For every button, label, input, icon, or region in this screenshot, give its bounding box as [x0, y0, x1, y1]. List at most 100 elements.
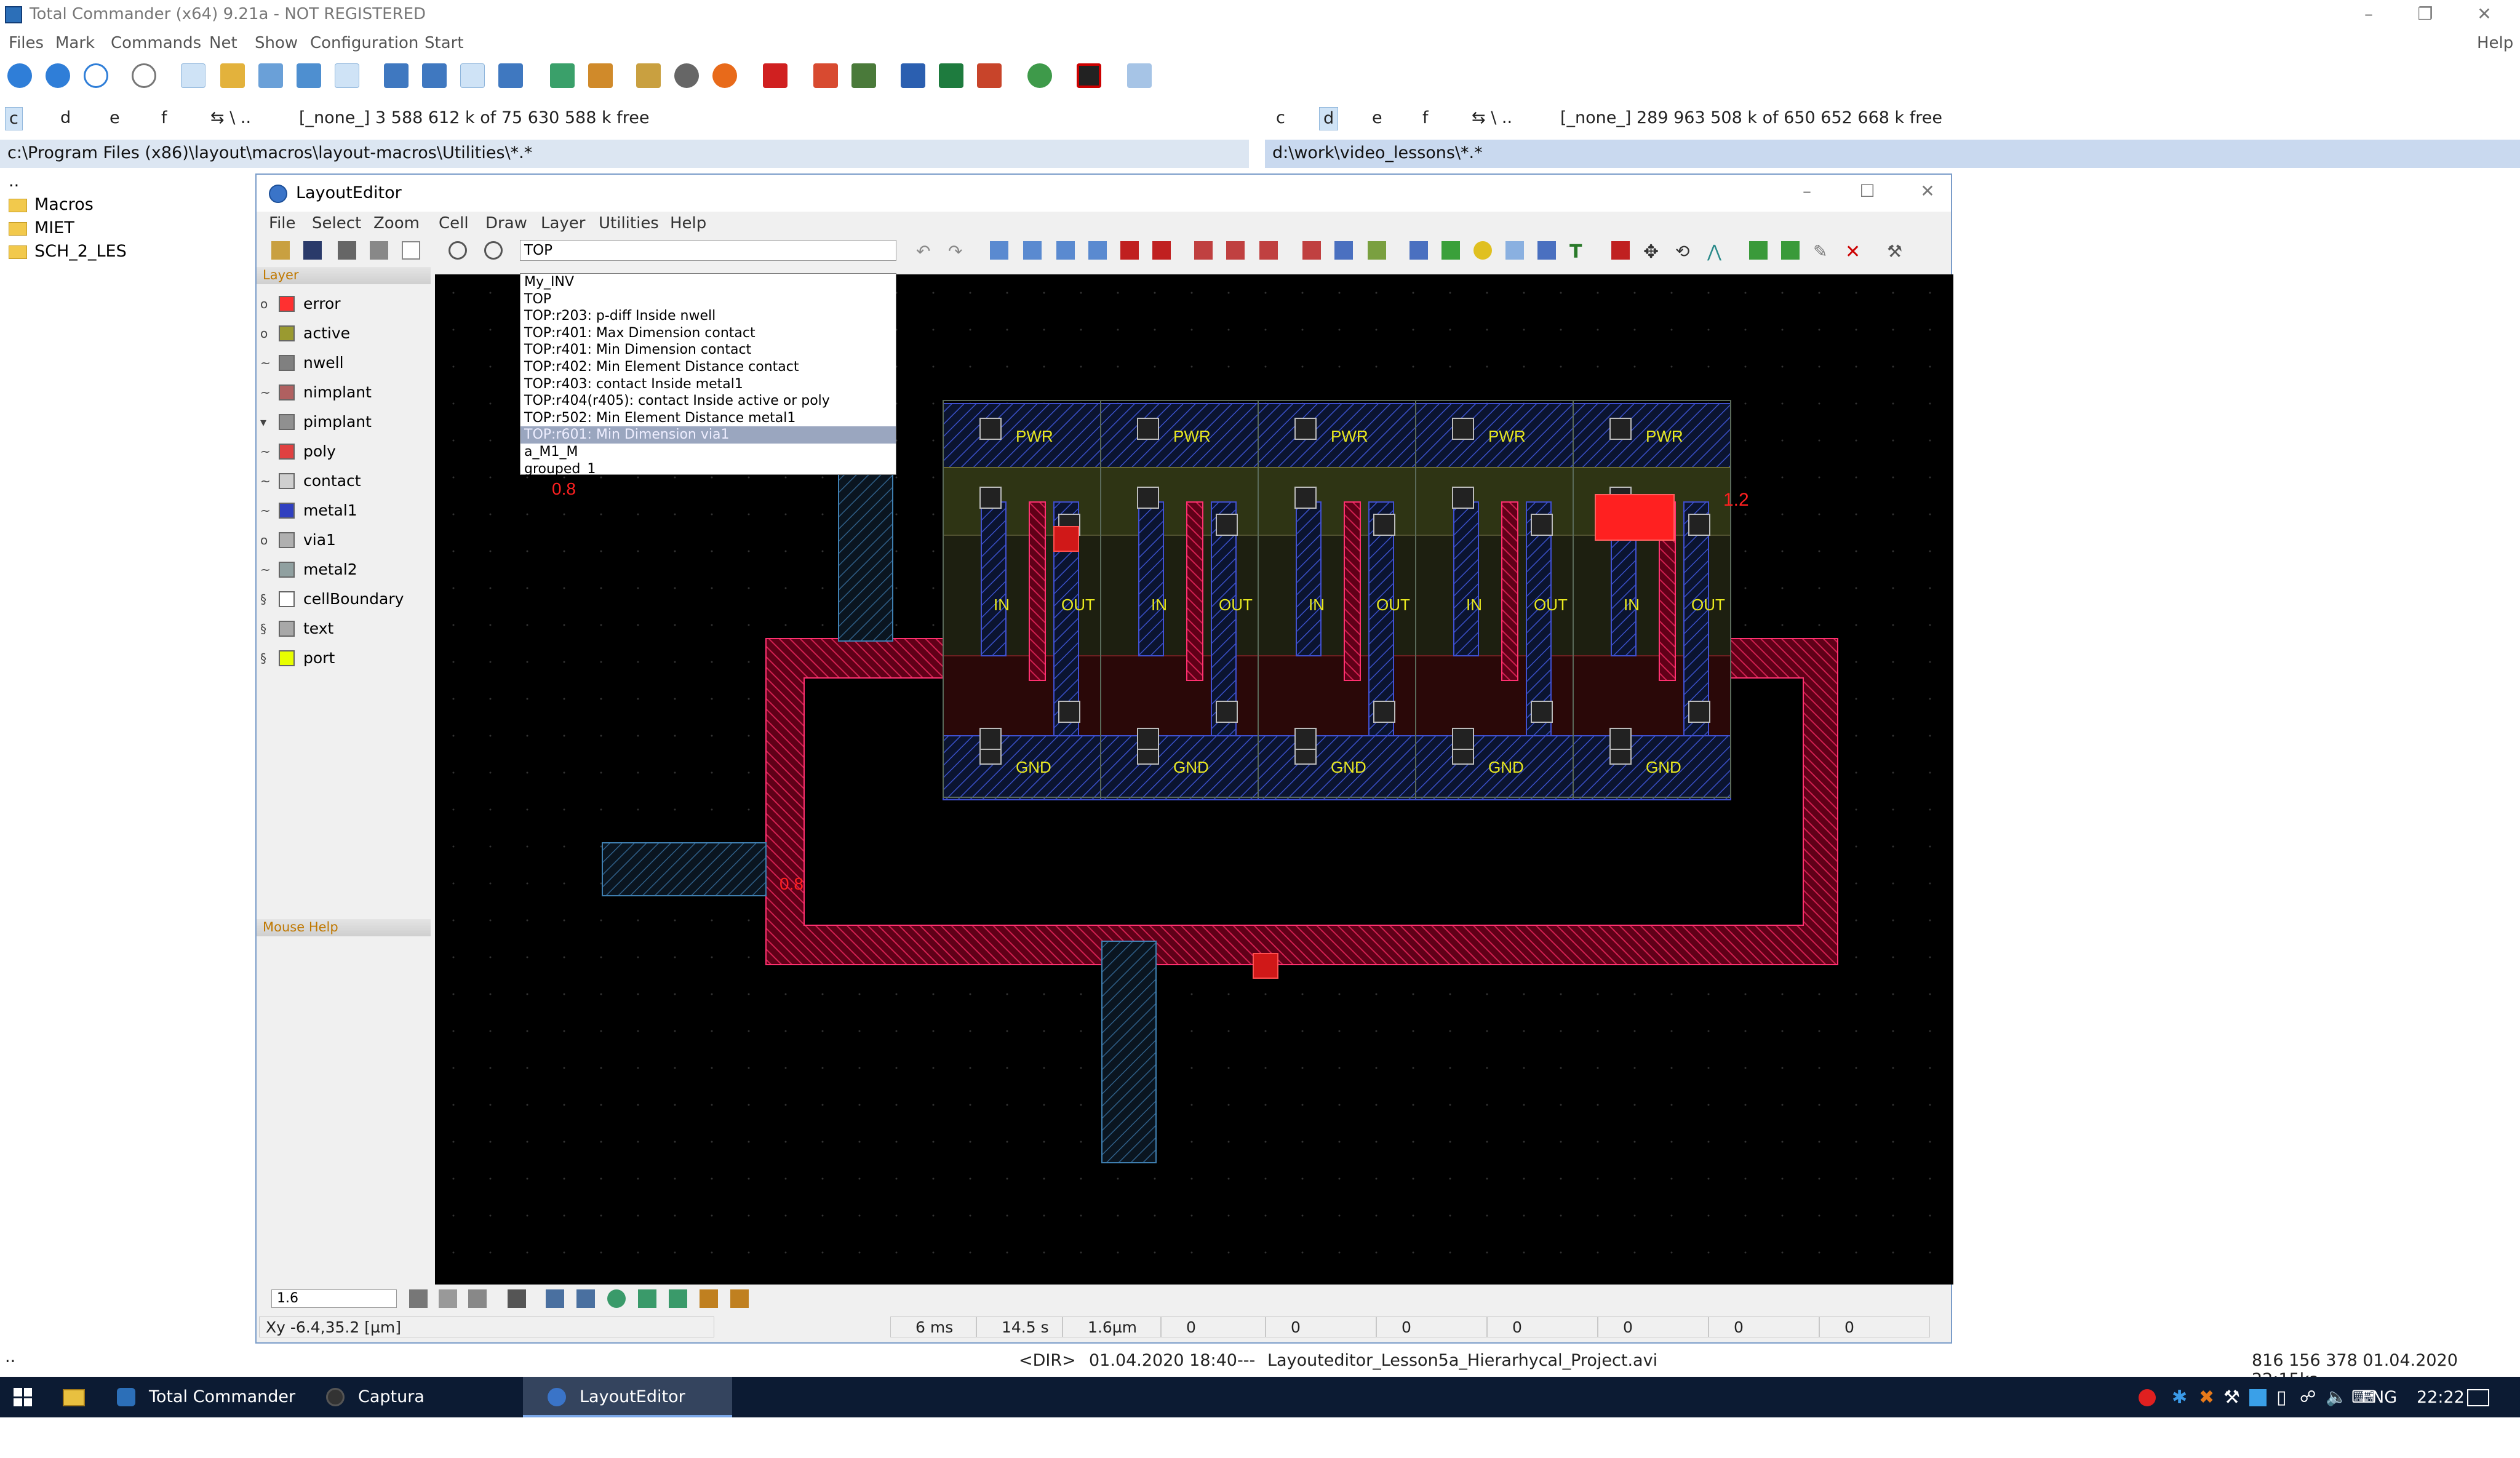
task-layouteditor[interactable]: LayoutEditor: [523, 1377, 732, 1417]
metal2-strip-top[interactable]: [838, 469, 893, 642]
language-indicator[interactable]: ENG: [2361, 1388, 2398, 1407]
contact[interactable]: [1373, 514, 1395, 536]
left-drive-d[interactable]: d: [60, 108, 71, 127]
tray-tool-icon[interactable]: ⚒: [2223, 1387, 2240, 1408]
tc-menu-show[interactable]: Show: [255, 34, 298, 52]
layer-expand-icon[interactable]: ~: [260, 562, 271, 577]
contact[interactable]: [1294, 728, 1317, 750]
cell-option[interactable]: TOP: [524, 291, 552, 307]
right-drive-e[interactable]: e: [1372, 108, 1382, 127]
file-up-dir[interactable]: ..: [9, 172, 20, 191]
contact[interactable]: [1216, 701, 1238, 723]
new-icon[interactable]: [402, 241, 420, 260]
contact[interactable]: [1531, 514, 1553, 536]
circle-icon[interactable]: [1473, 241, 1492, 260]
rotate-icon[interactable]: [1088, 241, 1107, 260]
keyboard-icon[interactable]: ⌨: [2351, 1387, 2377, 1407]
gnd-rail[interactable]: [1415, 735, 1574, 800]
task-captura[interactable]: Captura: [301, 1377, 523, 1417]
layer-expand-icon[interactable]: §: [260, 621, 266, 636]
search-icon[interactable]: [132, 63, 156, 88]
measure-icon[interactable]: ✎: [1813, 241, 1828, 261]
contact[interactable]: [1294, 487, 1317, 509]
move-cross-icon[interactable]: ✥: [1643, 241, 1659, 263]
metal1-source[interactable]: [1683, 501, 1709, 736]
forward-icon[interactable]: [46, 63, 70, 88]
layer-expand-icon[interactable]: ~: [260, 356, 271, 370]
contact[interactable]: [1609, 728, 1632, 750]
layer-color-swatch[interactable]: [279, 621, 295, 637]
sort-size-icon[interactable]: [498, 63, 523, 88]
gate-poly[interactable]: [1344, 501, 1361, 681]
layer-row-port[interactable]: §port: [257, 643, 431, 673]
layer-color-swatch[interactable]: [279, 650, 295, 666]
browser-icon[interactable]: [712, 63, 737, 88]
volume-icon[interactable]: 🔈: [2326, 1387, 2347, 1407]
file-explorer-icon[interactable]: [63, 1389, 85, 1406]
tool-icon[interactable]: [763, 63, 788, 88]
zoom-in-icon[interactable]: [484, 241, 503, 260]
network-icon-right[interactable]: ⇆ \ ..: [1472, 108, 1513, 127]
contact[interactable]: [1216, 514, 1238, 536]
metal1-source[interactable]: [1526, 501, 1552, 736]
edit-icon[interactable]: [636, 63, 661, 88]
snap-point-icon[interactable]: [700, 1289, 718, 1308]
snap-edge-icon[interactable]: [730, 1289, 749, 1308]
flatten-icon[interactable]: [1749, 241, 1768, 260]
cell-option[interactable]: TOP:r402: Min Element Distance contact: [524, 359, 799, 375]
open-icon[interactable]: [271, 241, 290, 260]
contact[interactable]: [1137, 418, 1159, 440]
contact[interactable]: [1373, 701, 1395, 723]
contact[interactable]: [1688, 701, 1710, 723]
gnd-rail[interactable]: [943, 735, 1101, 800]
pdf-icon[interactable]: [813, 63, 838, 88]
layer-expand-icon[interactable]: o: [260, 533, 268, 548]
thumbnails-icon[interactable]: [297, 63, 321, 88]
start-icon[interactable]: [14, 1388, 32, 1406]
gnd-rail[interactable]: [1258, 735, 1416, 800]
grid-combo[interactable]: 1.6: [271, 1289, 397, 1308]
layer-color-swatch[interactable]: [279, 414, 295, 430]
layer-row-metal1[interactable]: ~metal1: [257, 496, 431, 525]
contact[interactable]: [979, 418, 1002, 440]
pwr-rail[interactable]: [1573, 403, 1731, 468]
polygon-icon[interactable]: [1537, 241, 1556, 260]
layer-color-swatch[interactable]: [279, 325, 295, 341]
back-icon[interactable]: [7, 63, 32, 88]
gate-poly[interactable]: [1501, 501, 1518, 681]
layer-row-metal2[interactable]: ~metal2: [257, 555, 431, 584]
tree-icon[interactable]: [258, 63, 283, 88]
group-icon[interactable]: [1368, 241, 1386, 260]
square-icon[interactable]: [508, 1289, 526, 1308]
powerpoint-icon[interactable]: [977, 63, 1002, 88]
contact[interactable]: [1452, 418, 1474, 440]
array-icon[interactable]: [1302, 241, 1321, 260]
error-marker[interactable]: [1053, 526, 1079, 552]
split-icon[interactable]: [1259, 241, 1278, 260]
left-drive-e[interactable]: e: [110, 108, 120, 127]
network-tray-icon[interactable]: ☍: [2300, 1388, 2316, 1406]
close-cell-icon[interactable]: ✕: [1845, 241, 1861, 263]
view-brief-icon[interactable]: [181, 63, 205, 88]
notification-icon[interactable]: [2467, 1389, 2489, 1406]
tools-icon[interactable]: ⚒: [1887, 241, 1903, 261]
right-path-bar[interactable]: d:\work\video_lessons\*.*: [1265, 140, 2520, 168]
cell-option[interactable]: TOP:r401: Min Dimension contact: [524, 342, 752, 358]
contact[interactable]: [979, 487, 1002, 509]
tc-menu-commands[interactable]: Commands: [111, 34, 202, 52]
layer-color-swatch[interactable]: [279, 591, 295, 607]
refresh-icon[interactable]: [84, 63, 108, 88]
layer-expand-icon[interactable]: ~: [260, 385, 271, 400]
sort-date-icon[interactable]: [460, 63, 485, 88]
print-icon[interactable]: [338, 241, 356, 260]
cell-option[interactable]: TOP:r502: Min Element Distance metal1: [524, 410, 796, 426]
metal1-drain[interactable]: [1138, 501, 1164, 656]
export-icon[interactable]: [370, 241, 388, 260]
layer-expand-icon[interactable]: ~: [260, 444, 271, 459]
tray-window-icon[interactable]: [2249, 1389, 2267, 1406]
contact[interactable]: [1137, 487, 1159, 509]
le-menu-utilities[interactable]: Utilities: [599, 214, 659, 233]
